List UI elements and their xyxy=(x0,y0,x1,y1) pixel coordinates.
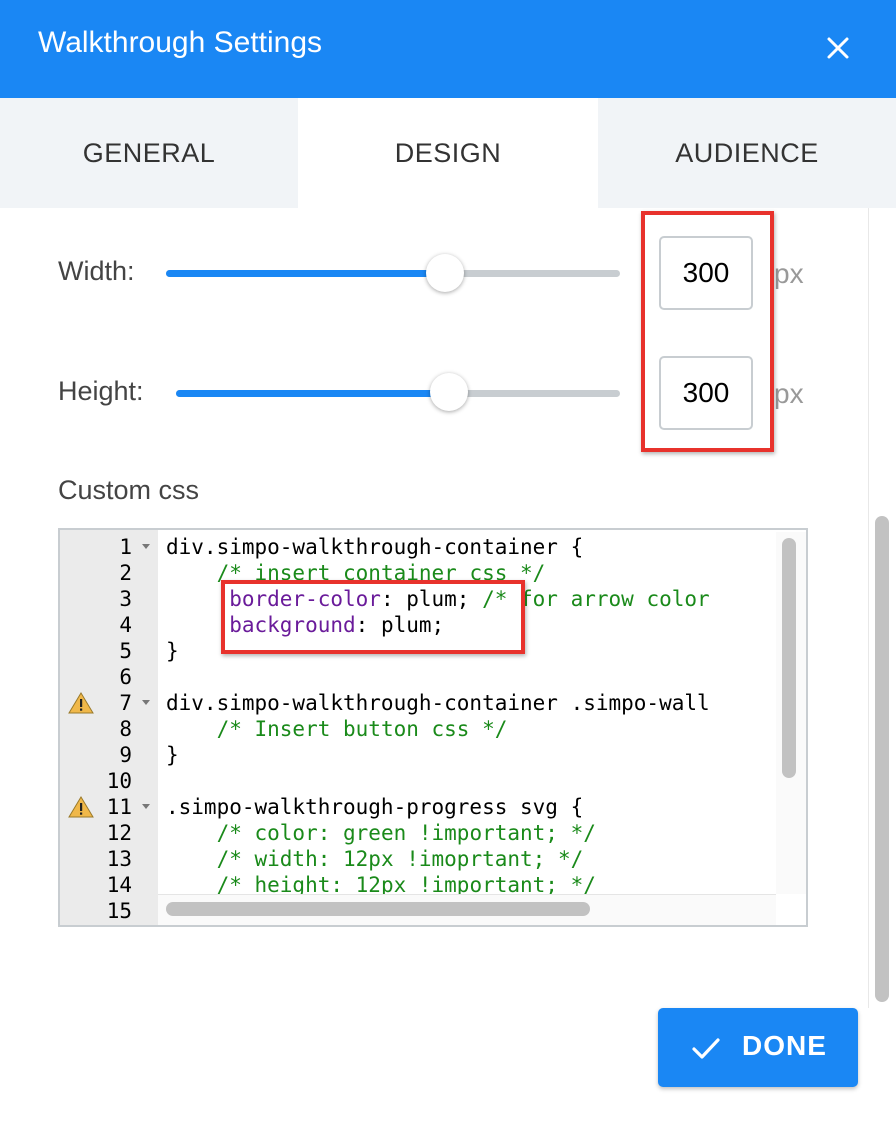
width-unit: px xyxy=(774,258,804,289)
custom-css-label: Custom css xyxy=(58,475,200,505)
width-slider[interactable] xyxy=(166,270,620,277)
code-line: /* width: 12px !imoprtant; */ xyxy=(216,847,584,871)
line-number: 5 xyxy=(119,639,132,663)
page-scroll-track xyxy=(868,208,869,1008)
width-input[interactable] xyxy=(659,236,753,310)
close-button[interactable] xyxy=(816,26,860,70)
editor-vertical-scroll-thumb[interactable] xyxy=(782,538,796,778)
line-number: 11 xyxy=(106,795,132,819)
gutter-row: 2 xyxy=(60,560,158,586)
gutter-row: 1 xyxy=(60,534,158,560)
fold-arrow-icon[interactable] xyxy=(142,544,150,549)
line-number: 2 xyxy=(119,561,132,585)
width-slider-thumb[interactable] xyxy=(426,254,464,292)
height-slider-thumb[interactable] xyxy=(430,373,468,411)
code-line: div.simpo-walkthrough-container .simpo-w… xyxy=(166,691,710,715)
gutter-row: 6 xyxy=(60,664,158,690)
code-line: border-color: plum; /* for arrow color xyxy=(229,587,710,611)
tab-general[interactable]: GENERAL xyxy=(0,98,298,208)
height-slider-fill xyxy=(176,390,442,397)
tab-design[interactable]: DESIGN xyxy=(298,98,598,208)
code-line: /* color: green !important; */ xyxy=(216,821,596,845)
gutter-row: 14 xyxy=(60,872,158,898)
gutter-row: 4 xyxy=(60,612,158,638)
line-number: 8 xyxy=(119,717,132,741)
warning-icon xyxy=(68,796,94,818)
check-icon xyxy=(692,1038,720,1059)
line-number: 10 xyxy=(106,769,132,793)
warning-icon xyxy=(68,692,94,714)
gutter-row: 7 xyxy=(60,690,158,716)
width-slider-fill xyxy=(166,270,438,277)
line-number: 12 xyxy=(106,821,132,845)
height-input[interactable] xyxy=(659,356,753,430)
height-slider[interactable] xyxy=(176,390,620,397)
line-number: 3 xyxy=(119,587,132,611)
code-line: /* Insert button css */ xyxy=(216,717,508,741)
line-number: 6 xyxy=(119,665,132,689)
line-number: 9 xyxy=(119,743,132,767)
code-line: } xyxy=(166,639,179,663)
gutter-row: 3 xyxy=(60,586,158,612)
close-icon xyxy=(827,37,849,59)
code-line: background: plum; xyxy=(229,613,445,637)
dialog-title: Walkthrough Settings xyxy=(38,26,323,59)
code-line: .simpo-walkthrough-progress svg { xyxy=(166,795,584,819)
code-line: div.simpo-walkthrough-container { xyxy=(166,535,584,559)
gutter-row: 5 xyxy=(60,638,158,664)
tab-audience[interactable]: AUDIENCE xyxy=(598,98,896,208)
tab-bar: GENERAL DESIGN AUDIENCE xyxy=(0,98,896,208)
gutter-row: 8 xyxy=(60,716,158,742)
gutter-row: 11 xyxy=(60,794,158,820)
editor-horizontal-scroll-thumb[interactable] xyxy=(166,902,590,916)
code-line: /* insert container css */ xyxy=(216,561,546,585)
done-button-label: DONE xyxy=(742,1030,827,1061)
code-line: /* height: 12px !important; */ xyxy=(216,873,596,897)
line-number: 13 xyxy=(106,847,132,871)
fold-arrow-icon[interactable] xyxy=(142,700,150,705)
fold-arrow-icon[interactable] xyxy=(142,804,150,809)
page-scroll-thumb[interactable] xyxy=(875,516,889,1002)
line-number: 1 xyxy=(119,535,132,559)
code-line: } xyxy=(166,743,179,767)
width-label: Width: xyxy=(58,256,135,286)
line-number: 14 xyxy=(106,873,132,897)
dialog-header: Walkthrough Settings xyxy=(0,0,896,98)
done-button[interactable]: DONE xyxy=(658,1008,858,1087)
line-number: 15 xyxy=(106,899,132,923)
height-unit: px xyxy=(774,378,804,409)
gutter-row: 9 xyxy=(60,742,158,768)
line-number: 7 xyxy=(119,691,132,715)
gutter-row: 15 xyxy=(60,898,158,924)
gutter-row: 12 xyxy=(60,820,158,846)
gutter-row: 13 xyxy=(60,846,158,872)
line-number: 4 xyxy=(119,613,132,637)
height-label: Height: xyxy=(58,376,144,406)
gutter-row: 10 xyxy=(60,768,158,794)
